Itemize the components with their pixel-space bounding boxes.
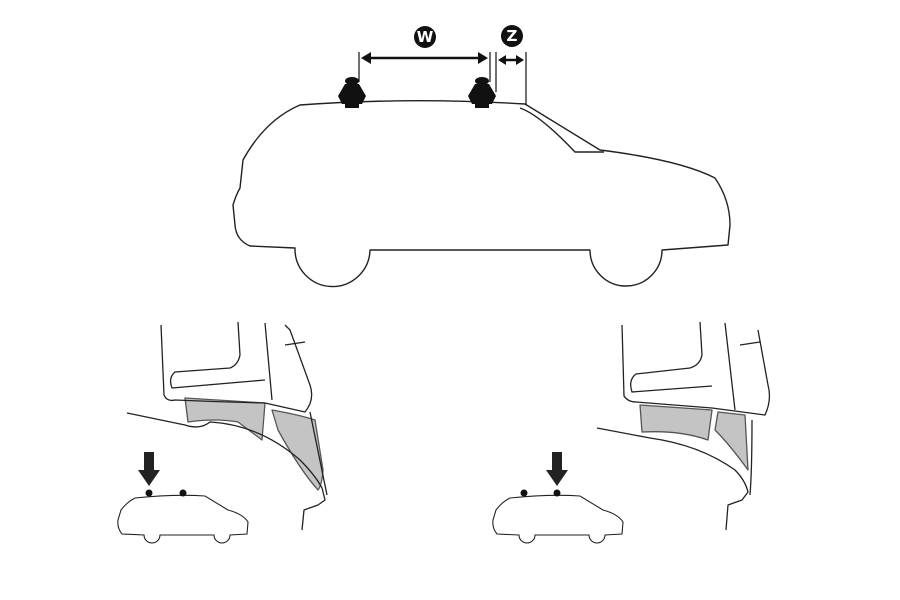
dimension-z (495, 25, 527, 105)
main-car-outline (232, 100, 731, 288)
foot-left-icon (338, 77, 366, 108)
arrow-down-icon (138, 452, 160, 486)
detail-rear-foot (596, 321, 771, 531)
arrow-down-icon (546, 452, 568, 486)
dimension-w-label: W (417, 28, 434, 46)
foot-right-icon (468, 77, 496, 108)
dimension-w (358, 26, 491, 82)
small-car-front-icon (117, 452, 249, 544)
dimension-z-label: Z (507, 27, 518, 45)
small-car-rear-icon (492, 452, 624, 544)
detail-front-foot (126, 321, 328, 531)
